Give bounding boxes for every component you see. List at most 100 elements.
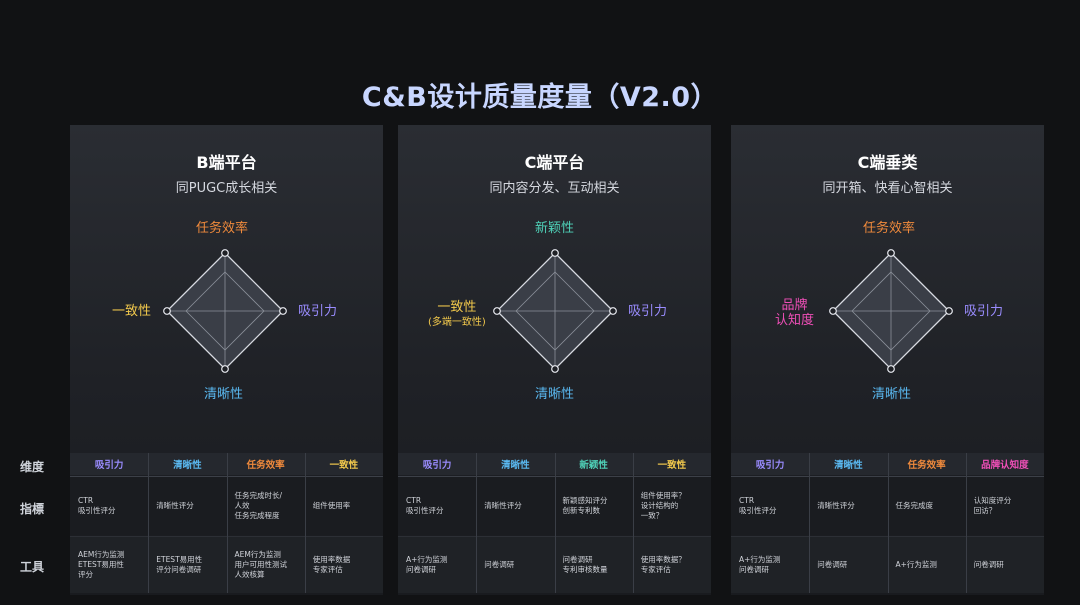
radar-label-left-sub: (多端一致性): [428, 317, 486, 328]
table-tool-cell: A+行为监测问卷调研: [406, 537, 472, 593]
radar-label-bottom: 清晰性: [872, 387, 912, 402]
tool-line: 使用率数据？: [640, 555, 686, 564]
table-column-divider: [304, 453, 306, 593]
metric-line: 新颖感知评分: [562, 496, 608, 505]
metric-line: 清晰性评分: [817, 501, 855, 510]
tool-line: 评分问卷调研: [156, 565, 202, 574]
panel-subtitle: 同开箱、快看心智相关: [822, 181, 953, 196]
tool-line: 用户可用性测试: [234, 560, 288, 569]
table-metric-cell: 任务完成度: [896, 477, 962, 535]
table-header-cell: 清晰性: [834, 460, 863, 471]
row-label-dimension: 维度: [20, 460, 45, 474]
tool-line: A+行为监测: [895, 560, 937, 569]
table-column-divider: [809, 453, 811, 593]
table-header-cell: 吸引力: [422, 460, 452, 471]
table-tool-cell: 问卷调研专利审核数量: [563, 537, 629, 593]
tool-line: ETEST易用性: [78, 560, 124, 569]
table-metric-cell: 清晰性评分: [156, 477, 222, 535]
panel-title: B端平台: [196, 153, 257, 172]
table-header-cell: 品牌认知度: [981, 460, 1029, 471]
table-header-cell: 吸引力: [755, 460, 785, 471]
metric-line: 任务完成度: [895, 501, 934, 510]
radar-label-left: 品牌 认知度: [775, 298, 814, 328]
table-metric-cell: 清晰性评分: [484, 477, 550, 535]
radar-diagram: [163, 249, 287, 373]
radar-diagram: [493, 249, 617, 373]
table-header-cell: 新颖性: [579, 460, 608, 471]
radar-label-bottom: 清晰性: [535, 387, 575, 402]
table-column-divider: [226, 453, 228, 593]
tool-line: 评分: [78, 570, 93, 579]
metric-line: 回访？: [973, 506, 997, 515]
table-column-divider: [554, 453, 556, 593]
table-header-cell: 任务效率: [246, 460, 285, 471]
radar-label-left: 一致性 (多端一致性): [428, 300, 486, 330]
table-header-cell: 清晰性: [501, 460, 530, 471]
row-label-metric: 指標: [20, 502, 45, 516]
metric-line: 创新专利数: [562, 506, 601, 515]
table-metric-cell: 新颖感知评分创新专利数: [563, 477, 629, 535]
radar-label-bottom: 清晰性: [204, 387, 244, 402]
radar-label-top: 新颖性: [535, 221, 575, 236]
table-tool-cell: 使用率数据专家评估: [313, 537, 379, 593]
radar-label-left-line1: 品牌: [781, 298, 808, 313]
tool-line: AEM行为监测: [234, 550, 281, 559]
table-tool-cell: AEM行为监测用户可用性测试人效核算: [235, 537, 301, 593]
table-metric-cell: 清晰性评分: [817, 477, 883, 535]
tool-line: 使用率数据: [312, 555, 351, 564]
table-metric-cell: 组件使用率: [313, 477, 379, 535]
tool-line: 问卷调研: [817, 560, 848, 569]
tool-line: 专家评估: [640, 565, 671, 574]
radar-label-left-main: 一致性: [437, 300, 477, 315]
table-column-divider: [148, 453, 150, 593]
panel-title: C端垂类: [857, 153, 918, 172]
panel-subtitle: 同内容分发、互动相关: [489, 181, 620, 196]
tool-line: 问卷调研: [484, 560, 515, 569]
table-column-divider: [887, 453, 889, 593]
tool-line: 专家评估: [312, 565, 343, 574]
tool-line: ETEST易用性: [156, 555, 203, 564]
radar-diagram: [829, 249, 953, 373]
radar-label-top: 任务效率: [863, 221, 916, 236]
metric-line: 清晰性评分: [156, 501, 194, 510]
metric-line: 吸引性评分: [739, 506, 777, 515]
table-tool-cell: A+行为监测: [896, 537, 962, 593]
metric-line: CTR: [739, 496, 755, 505]
table-metric-cell: 任务完成时长/人效任务完成程度: [235, 477, 301, 535]
metric-line: 一致？: [640, 511, 664, 520]
tool-line: 专利审核数量: [562, 565, 608, 574]
radar-label-right: 吸引力: [628, 304, 668, 319]
table-metric-cell: 组件使用率？设计结构的一致？: [641, 477, 707, 535]
tool-line: 问卷调研: [406, 565, 436, 574]
metric-line: 人效: [234, 501, 250, 510]
radar-label-left-line2: 认知度: [775, 313, 815, 328]
metric-line: 吸引性评分: [78, 506, 116, 515]
table-tool-cell: 问卷调研: [974, 537, 1040, 593]
metric-line: CTR: [406, 496, 422, 505]
tool-line: 问卷调研: [562, 555, 593, 564]
tool-line: AEM行为监测: [78, 550, 125, 559]
metric-line: 清晰性评分: [484, 501, 522, 510]
table-tool-cell: ETEST易用性评分问卷调研: [156, 537, 222, 593]
tool-line: 人效核算: [234, 570, 265, 579]
table-tool-cell: 使用率数据？专家评估: [641, 537, 707, 593]
tool-line: A+行为监测: [739, 555, 781, 564]
table-column-divider: [476, 453, 478, 593]
panel-subtitle: 同PUGC成长相关: [175, 181, 278, 196]
table-header-cell: 一致性: [657, 460, 687, 471]
radar-label-top: 任务效率: [196, 221, 249, 236]
tool-line: 问卷调研: [739, 565, 769, 574]
metric-line: CTR: [78, 496, 94, 505]
table-header-cell: 吸引力: [94, 460, 124, 471]
metric-line: 设计结构的: [640, 501, 679, 510]
panel-title: C端平台: [524, 153, 585, 172]
radar-label-left: 一致性: [112, 304, 152, 319]
metric-line: 吸引性评分: [406, 506, 444, 515]
tool-line: A+行为监测: [406, 555, 448, 564]
metric-line: 组件使用率？: [640, 491, 686, 500]
radar-label-right: 吸引力: [298, 304, 338, 319]
